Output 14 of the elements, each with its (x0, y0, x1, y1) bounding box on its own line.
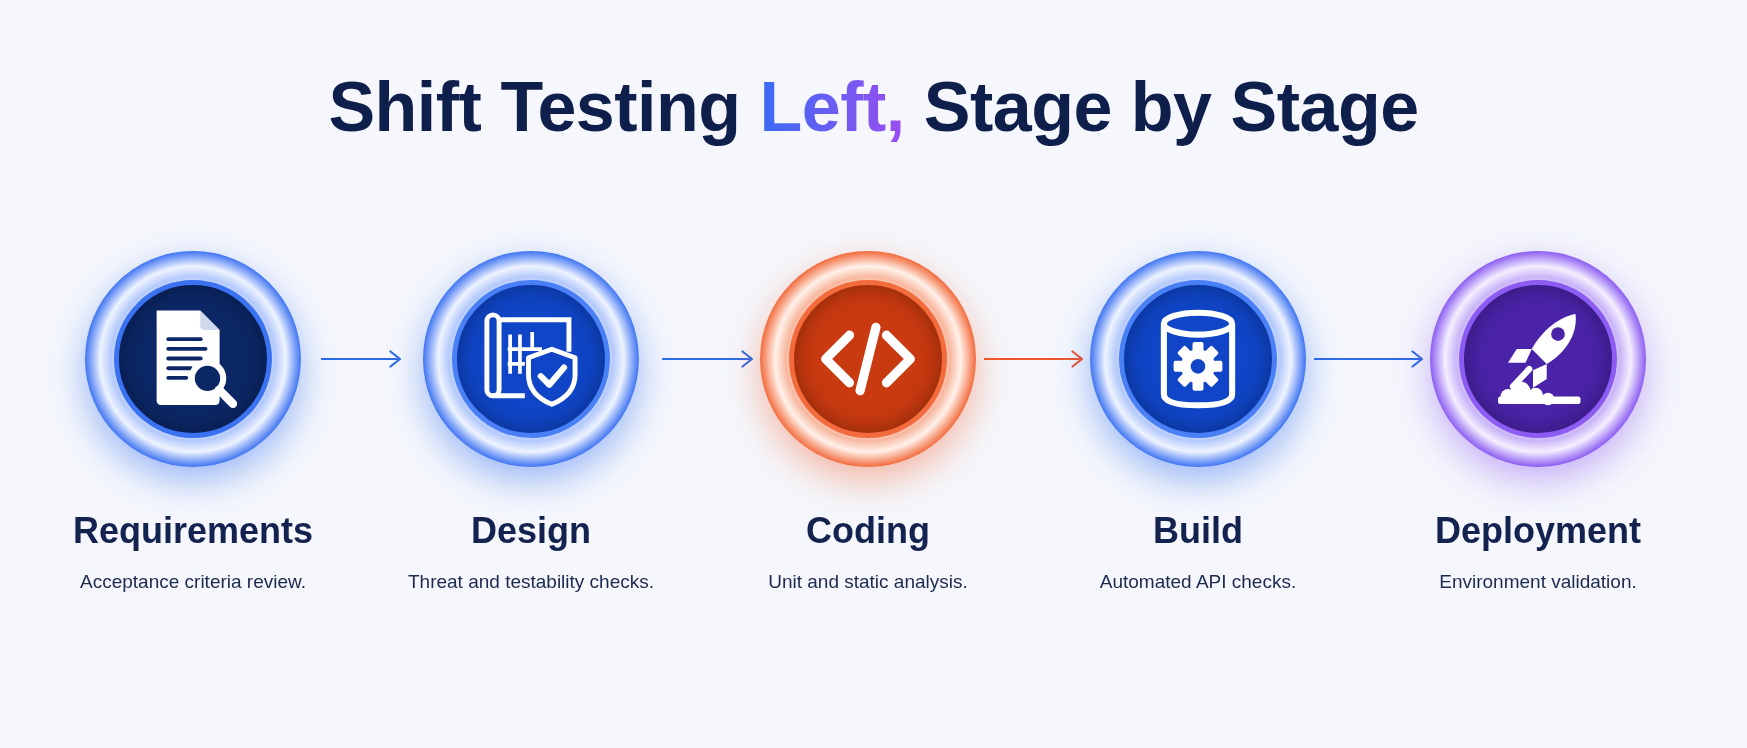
stage-description: Automated API checks. (1099, 570, 1297, 594)
stage-heading: Build (1153, 511, 1243, 551)
arrow (1314, 350, 1424, 368)
stage-heading: Deployment (1434, 511, 1641, 551)
arrow (984, 350, 1084, 368)
stage-description: Acceptance criteria review. (80, 570, 306, 594)
arrow (321, 350, 402, 368)
stage-description: Unit and static analysis. (768, 570, 968, 594)
stage-heading: Design (471, 511, 591, 551)
stage-description: Threat and testability checks. (407, 570, 655, 594)
arrow (662, 350, 754, 368)
stage-heading: Coding (806, 511, 930, 551)
stage-heading: Requirements (72, 511, 314, 551)
stage-description: Environment validation. (1439, 570, 1637, 594)
